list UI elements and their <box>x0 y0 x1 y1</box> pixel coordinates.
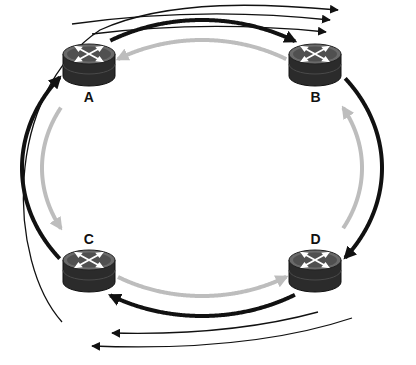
router-label: C <box>82 230 96 248</box>
router-icon <box>287 42 343 88</box>
router-node: A <box>61 42 117 106</box>
router-label: A <box>82 88 96 106</box>
router-icon <box>63 44 115 86</box>
router-icon <box>289 44 341 86</box>
router-icon <box>63 250 115 292</box>
router-node: C <box>61 230 117 294</box>
router-icon <box>287 248 343 294</box>
router-node: B <box>287 42 343 106</box>
router-icon <box>61 42 117 88</box>
router-label: B <box>308 88 322 106</box>
ring-link-light <box>343 108 362 228</box>
ring-link-light <box>42 108 61 229</box>
router-icon <box>289 250 341 292</box>
flow-arrow <box>92 318 352 347</box>
ring-link-light <box>118 40 286 59</box>
ring-link-light <box>118 277 286 296</box>
router-icon <box>61 248 117 294</box>
router-node: D <box>287 230 343 294</box>
router-label: D <box>308 230 322 248</box>
